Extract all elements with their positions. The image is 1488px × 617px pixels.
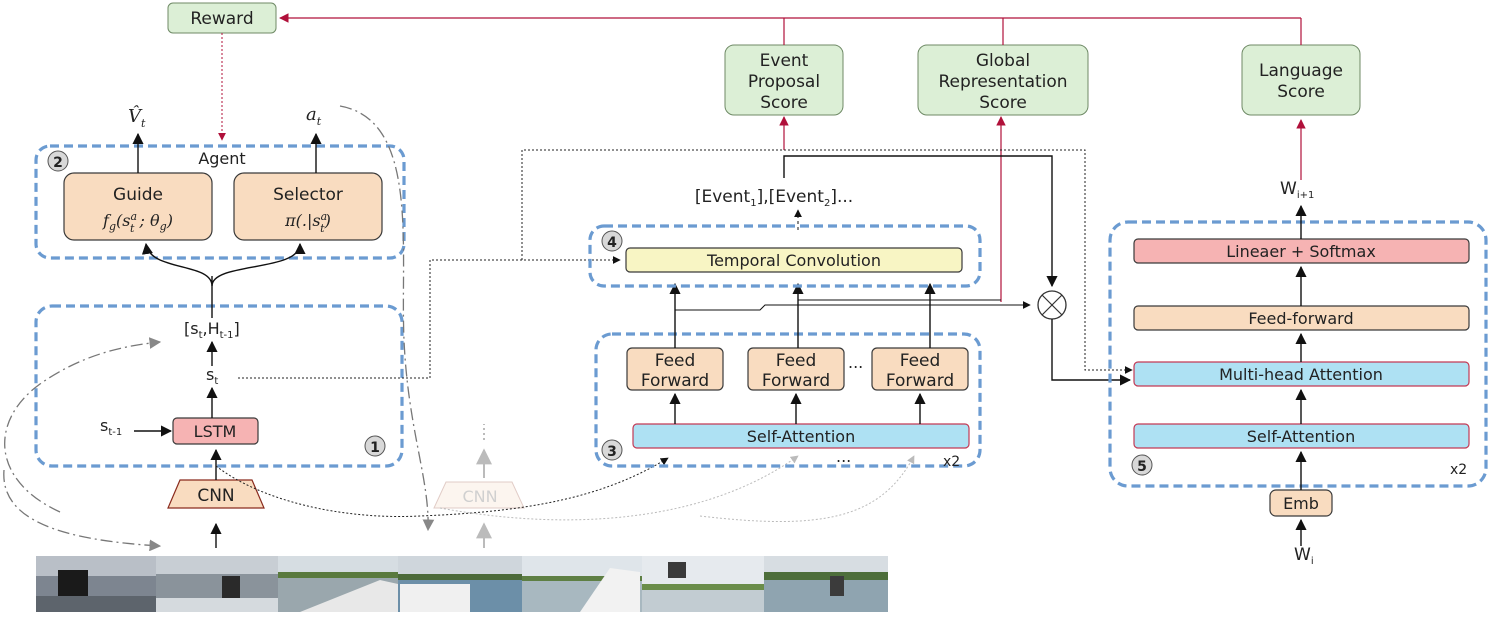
st-minus-1-label: st-1: [100, 416, 122, 438]
video-frame-3: [278, 556, 398, 612]
lstm-label: LSTM: [194, 422, 237, 441]
w-out-label: Wi+1: [1280, 179, 1314, 201]
linear-softmax-box: Lineaer + Softmax: [1133, 238, 1470, 264]
self-attention-left-label: Self-Attention: [747, 427, 855, 446]
global-score-line-3: Score: [979, 93, 1027, 113]
ff-box-3: Feed Forward: [871, 347, 969, 391]
st-label: st: [206, 365, 218, 387]
feed-forward-box: Feed-forward: [1133, 305, 1470, 331]
cnn-block: CNN: [167, 479, 265, 509]
module-5-x2: x2: [1450, 462, 1467, 478]
agent-label: Agent: [198, 149, 245, 168]
event-proposal-score-box: Event Proposal Score: [724, 44, 844, 116]
module-3-region: 3 x2: [594, 332, 982, 470]
temporal-convolution-box: Temporal Convolution: [625, 247, 963, 273]
ff-box-1: Feed Forward: [626, 347, 724, 391]
event-score-line-2: Proposal: [748, 72, 820, 92]
temporal-convolution-label: Temporal Convolution: [706, 251, 881, 270]
w-in-label: Wi: [1294, 545, 1314, 567]
reward-feedback-lines: [218, 13, 1306, 302]
v-hat-label: V̂t: [128, 105, 146, 130]
svg-text:Feed: Feed: [655, 351, 696, 371]
multi-head-attention-box: Multi-head Attention: [1133, 361, 1470, 387]
a-t-label: at: [306, 104, 322, 128]
concat-label: [st,Ht-1]: [184, 319, 240, 341]
svg-text:Feed: Feed: [776, 351, 817, 371]
video-frames-strip: [36, 556, 888, 612]
video-frame-2: [156, 556, 278, 612]
cnn-label: CNN: [197, 486, 234, 506]
svg-text:st: st: [206, 365, 218, 387]
module-5-region: 5 x2: [1108, 220, 1488, 488]
reward-box: Reward: [167, 2, 277, 34]
lstm-box: LSTM: [172, 417, 259, 445]
cnn-faded-block: CNN: [433, 481, 525, 509]
event-score-line-1: Event: [760, 51, 809, 71]
selector-title: Selector: [273, 185, 343, 205]
module-1-number: 1: [370, 440, 380, 456]
ff-ellipsis: ...: [848, 353, 863, 372]
video-frame-7: [764, 556, 888, 612]
video-frame-6: [642, 556, 764, 612]
multi-head-attention-label: Multi-head Attention: [1219, 365, 1383, 384]
global-score-line-2: Representation: [938, 72, 1067, 92]
module-4-number: 4: [607, 235, 617, 251]
guide-title: Guide: [113, 185, 163, 205]
language-score-box: Language Score: [1241, 44, 1361, 116]
self-attention-box-right: Self-Attention: [1133, 423, 1470, 449]
svg-text:Feed: Feed: [900, 351, 941, 371]
module-5-number: 5: [1137, 459, 1147, 475]
event-score-line-3: Score: [760, 93, 808, 113]
self-attention-box-left: Self-Attention: [632, 423, 970, 449]
video-frame-4: [398, 556, 522, 612]
module-3-number: 3: [607, 444, 617, 460]
emb-label: Emb: [1283, 494, 1319, 513]
feed-forward-label: Feed-forward: [1248, 309, 1353, 328]
events-label: [Event1],[Event2]...: [695, 187, 853, 209]
emb-box: Emb: [1269, 489, 1333, 517]
module-1-region: 1: [34, 304, 404, 468]
multiply-operator: [1037, 290, 1067, 320]
language-score-line-2: Score: [1277, 82, 1325, 102]
svg-text:Forward: Forward: [762, 371, 830, 391]
module-3-x2: x2: [943, 454, 960, 470]
sa-ellipsis: ...: [836, 447, 851, 466]
cnn-faded-label: CNN: [462, 487, 497, 506]
language-score-line-1: Language: [1259, 61, 1343, 81]
reward-label: Reward: [190, 9, 253, 29]
self-attention-right-label: Self-Attention: [1247, 427, 1355, 446]
video-frame-1: [36, 556, 156, 612]
svg-text:st-1: st-1: [100, 416, 122, 438]
global-score-line-1: Global: [976, 51, 1030, 71]
agent-region: 2 Agent: [34, 144, 406, 260]
global-representation-score-box: Global Representation Score: [917, 44, 1089, 116]
ff-box-2: Feed Forward: [747, 347, 845, 391]
svg-text:Forward: Forward: [641, 371, 709, 391]
svg-text:[st,Ht-1]: [st,Ht-1]: [184, 319, 240, 341]
svg-text:Forward: Forward: [886, 371, 954, 391]
module-4-region: 4: [588, 224, 982, 288]
video-frame-5: [522, 556, 642, 612]
linear-softmax-label: Lineaer + Softmax: [1226, 242, 1376, 261]
agent-number: 2: [53, 155, 63, 171]
